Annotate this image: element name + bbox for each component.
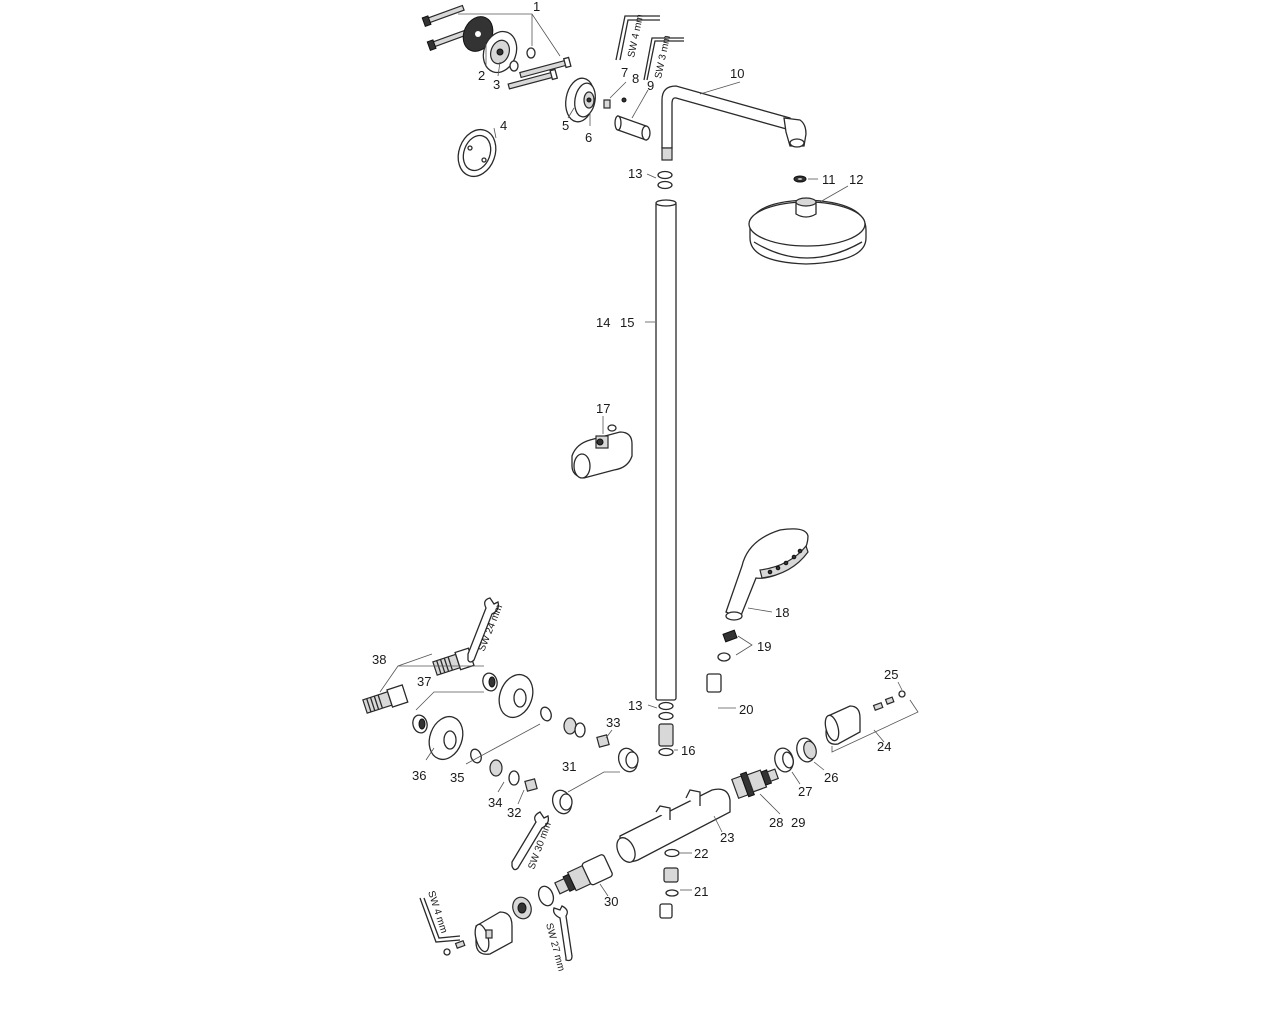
label-11: 11 xyxy=(822,172,836,187)
label-29: 29 xyxy=(791,815,805,830)
shower-slider xyxy=(571,416,633,479)
allen-key-3mm-top: SW 3 mm xyxy=(643,34,684,81)
label-7: 7 xyxy=(621,65,628,80)
shower-arm xyxy=(661,81,807,161)
allen-key-4mm-top: SW 4 mm xyxy=(615,13,660,61)
label-32: 32 xyxy=(507,805,521,820)
label-1: 1 xyxy=(533,0,540,14)
label-30: 30 xyxy=(604,894,618,909)
label-16: 16 xyxy=(681,743,695,758)
label-6: 6 xyxy=(585,130,592,145)
label-20: 20 xyxy=(739,702,753,717)
label-31: 31 xyxy=(562,759,576,774)
label-24: 24 xyxy=(877,739,891,754)
wrench-30mm: SW 30 mm xyxy=(511,811,554,871)
label-9: 9 xyxy=(647,78,654,93)
wrench-27mm: SW 27 mm xyxy=(543,905,573,973)
label-19: 19 xyxy=(757,639,771,654)
label-26: 26 xyxy=(824,770,838,785)
label-35: 35 xyxy=(450,770,464,785)
label-13-bottom: 13 xyxy=(628,698,642,713)
label-28: 28 xyxy=(769,815,783,830)
label-27: 27 xyxy=(798,784,812,799)
wrench-24mm: SW 24 mm xyxy=(467,597,505,663)
label-4: 4 xyxy=(500,118,507,133)
label-17: 17 xyxy=(596,401,610,416)
part-number-labels: 1 2 3 4 5 6 7 8 9 10 11 12 13 14 15 17 1… xyxy=(372,0,898,909)
shower-riser-rail xyxy=(645,199,677,701)
hand-shower xyxy=(717,528,809,662)
label-38: 38 xyxy=(372,652,386,667)
label-33: 33 xyxy=(606,715,620,730)
label-36: 36 xyxy=(412,768,426,783)
label-8: 8 xyxy=(632,71,639,86)
label-21: 21 xyxy=(694,884,708,899)
label-34: 34 xyxy=(488,795,502,810)
label-10: 10 xyxy=(730,66,744,81)
rail-bottom-connector xyxy=(647,701,678,757)
outlet-fittings xyxy=(663,848,692,897)
o-rings-top xyxy=(646,170,673,190)
label-13-top: 13 xyxy=(628,166,642,181)
label-37: 37 xyxy=(417,674,431,689)
allen-key-4mm-bottom: SW 4 mm xyxy=(419,890,461,943)
label-14: 14 xyxy=(596,315,610,330)
thermostatic-cartridge-group xyxy=(731,681,919,815)
connection-elbows-and-check-valves xyxy=(362,647,639,956)
label-23: 23 xyxy=(720,830,734,845)
label-12: 12 xyxy=(849,172,863,187)
label-3: 3 xyxy=(493,77,500,92)
label-25: 25 xyxy=(884,667,898,682)
thermostat-body xyxy=(616,788,731,863)
label-5: 5 xyxy=(562,118,569,133)
overhead-shower xyxy=(748,175,867,265)
label-15: 15 xyxy=(620,315,634,330)
wall-bracket-assembly xyxy=(421,4,572,178)
label-2: 2 xyxy=(478,68,485,83)
hand-shower-nozzles xyxy=(767,548,803,575)
label-22: 22 xyxy=(694,846,708,861)
bar-wall-bracket xyxy=(565,77,651,141)
shower-hose xyxy=(659,673,775,1020)
label-18: 18 xyxy=(775,605,789,620)
